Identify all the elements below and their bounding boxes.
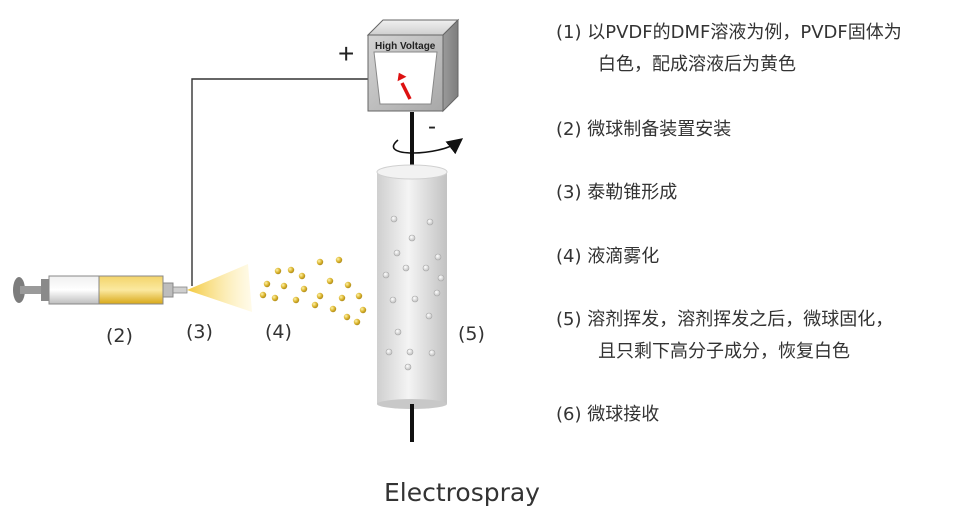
- microsphere: [389, 296, 397, 304]
- syringe: [13, 275, 188, 305]
- droplet: [316, 292, 324, 300]
- droplet: [338, 294, 346, 302]
- droplet: [355, 292, 363, 300]
- step-number: (1): [556, 22, 582, 43]
- label-droplets: (4): [265, 321, 292, 343]
- label-cone: (3): [186, 321, 213, 343]
- collector-cylinder: [376, 164, 448, 409]
- microsphere: [425, 312, 433, 320]
- droplet: [326, 277, 334, 285]
- droplet: [344, 281, 352, 289]
- step-5: (5) 溶剂挥发，溶剂挥发之后，微球固化， 且只剩下高分子成分，恢复白色: [556, 304, 893, 368]
- droplet: [280, 282, 288, 290]
- droplet: [311, 301, 319, 309]
- microsphere: [422, 264, 430, 272]
- droplet: [292, 296, 300, 304]
- droplet: [353, 318, 361, 326]
- wire: [191, 78, 368, 286]
- microsphere: [428, 349, 436, 357]
- step-number: (2): [556, 119, 582, 140]
- droplet: [300, 285, 308, 293]
- high-voltage-box: [366, 18, 460, 113]
- collector-microspheres: [382, 215, 445, 371]
- gauge-needle-icon: [400, 82, 412, 100]
- microsphere: [382, 271, 390, 279]
- step-text: 泰勒锥形成: [587, 182, 678, 203]
- step-text: 液滴雾化: [587, 246, 660, 267]
- rotation-arrow-icon: [392, 138, 464, 155]
- microsphere: [393, 249, 401, 257]
- microsphere: [390, 215, 398, 223]
- microsphere: [411, 295, 419, 303]
- droplet: [274, 267, 282, 275]
- label-syringe: (2): [106, 325, 133, 347]
- plus-sign: +: [338, 38, 355, 69]
- droplet: [316, 258, 324, 266]
- microsphere: [404, 363, 412, 371]
- step-6: (6) 微球接收: [556, 399, 659, 431]
- droplet: [359, 306, 367, 314]
- step-text-cont: 且只剩下高分子成分，恢复白色: [598, 341, 850, 362]
- step-2: (2) 微球制备装置安装: [556, 114, 731, 146]
- minus-sign: -: [428, 113, 436, 140]
- step-3: (3) 泰勒锥形成: [556, 177, 677, 209]
- step-text-cont: 白色，配成溶液后为黄色: [598, 54, 796, 75]
- step-4: (4) 液滴雾化: [556, 241, 659, 273]
- droplet: [343, 313, 351, 321]
- microsphere: [426, 218, 434, 226]
- microsphere: [433, 289, 441, 297]
- microsphere: [385, 348, 393, 356]
- step-text: 微球制备装置安装: [587, 119, 732, 140]
- droplet: [298, 272, 306, 280]
- step-text: 微球接收: [587, 404, 660, 425]
- droplet: [329, 305, 337, 313]
- droplet: [287, 266, 295, 274]
- step-number: (3): [556, 182, 582, 203]
- microsphere: [437, 274, 445, 282]
- power-supply-label: High Voltage: [375, 41, 436, 52]
- droplet: [259, 291, 267, 299]
- microsphere: [402, 264, 410, 272]
- microsphere: [406, 348, 414, 356]
- label-collector: (5): [458, 323, 485, 345]
- step-1: (1) 以PVDF的DMF溶液为例，PVDF固体为 白色，配成溶液后为黄色: [556, 17, 902, 81]
- microsphere: [434, 253, 442, 261]
- microsphere: [394, 328, 402, 336]
- step-text: 以PVDF的DMF溶液为例，PVDF固体为: [587, 22, 902, 43]
- microsphere: [408, 234, 416, 242]
- taylor-cone: [187, 264, 252, 312]
- step-number: (4): [556, 246, 582, 267]
- step-text: 溶剂挥发，溶剂挥发之后，微球固化，: [587, 309, 894, 330]
- droplet: [263, 280, 271, 288]
- step-number: (5): [556, 309, 582, 330]
- atomized-droplets: [259, 256, 367, 326]
- droplet: [335, 256, 343, 264]
- caption: Electrospray: [384, 478, 540, 507]
- step-number: (6): [556, 404, 582, 425]
- droplet: [271, 294, 279, 302]
